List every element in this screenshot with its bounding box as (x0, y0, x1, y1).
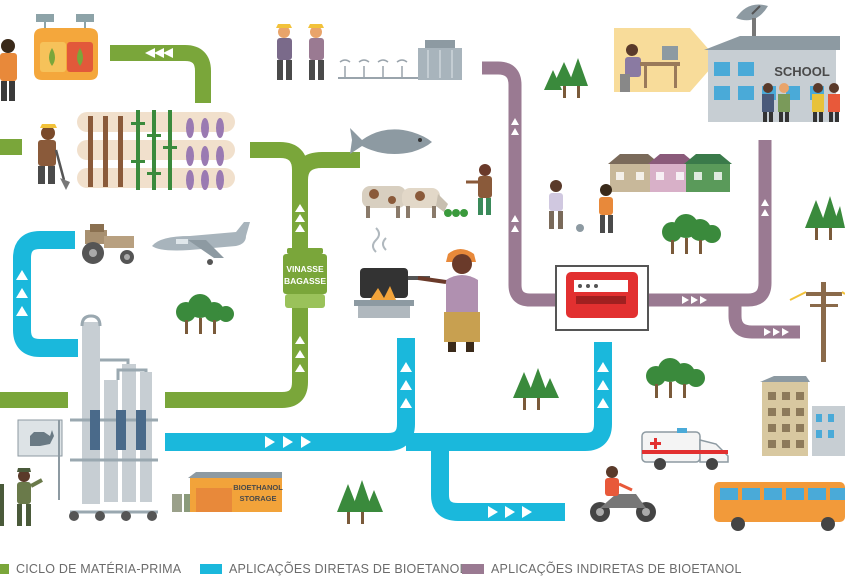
woman-cooking-icon (417, 249, 480, 352)
legend-swatch-purple (462, 564, 484, 574)
trees-icon (176, 58, 845, 524)
green-path-mid-right (292, 152, 360, 181)
students-icon (762, 83, 840, 122)
farmer-icon (38, 124, 70, 190)
arrows-green-top (145, 48, 173, 58)
purple-path-left (482, 61, 556, 307)
soldier-icon (0, 468, 43, 526)
green-path-lower (165, 290, 308, 408)
person-icon (0, 39, 17, 101)
vinasse-bagasse-jar: VINASSE BAGASSE (283, 248, 327, 308)
irrigation-icon (338, 40, 462, 80)
arrows-purple-left (511, 118, 519, 232)
arrows-green-mid (295, 204, 305, 232)
cows-icon (362, 186, 468, 218)
blue-path-right (406, 342, 612, 451)
legend-item-indirect: APLICAÇÕES INDIRETAS DE BIOETANOL (462, 560, 742, 578)
farmers-group-icon (276, 24, 324, 80)
tractor-icon (82, 224, 134, 264)
motorbike-icon (590, 466, 656, 522)
storage-label-2: STORAGE (240, 494, 277, 503)
arrows-blue-left (16, 270, 28, 316)
purple-path-lower (728, 300, 800, 339)
trees-right-mid (662, 214, 721, 254)
school-label: SCHOOL (774, 64, 830, 79)
legend-swatch-blue (200, 564, 222, 574)
trees-right-lower (646, 358, 705, 398)
purple-path-network (482, 61, 800, 339)
blue-path-left-loop (13, 231, 78, 357)
storage-label-1: BIOETHANOL (233, 483, 283, 492)
ambulance-icon (641, 428, 729, 470)
cooking-stove-icon (354, 227, 430, 318)
arrows-green-lower (295, 336, 305, 372)
blue-path-main (165, 338, 415, 451)
buildings-icon (760, 376, 845, 456)
legend-swatch-green (0, 564, 9, 574)
blue-path-lower (431, 442, 565, 521)
teacher-computer-icon (614, 28, 718, 92)
path-arrows (16, 48, 789, 518)
trees-left-mid (176, 294, 234, 334)
bus-icon (714, 482, 845, 531)
satellite-dish-icon (736, 4, 768, 36)
sign-hand-icon (17, 419, 63, 500)
trees-mid-blue (513, 368, 559, 410)
bagasse-label: BAGASSE (284, 276, 326, 286)
legend-label-raw-material: CICLO DE MATÉRIA-PRIMA (16, 562, 182, 576)
storage-tank-icon: BIOETHANOL STORAGE (172, 472, 283, 512)
arrows-blue-up-left (400, 362, 412, 408)
legend-label-indirect: APLICAÇÕES INDIRETAS DE BIOETANOL (491, 562, 742, 576)
legend-item-direct: APLICAÇÕES DIRETAS DE BIOETANOL (200, 560, 467, 578)
fish-icon (350, 128, 432, 154)
crop-bag-icon (34, 14, 98, 80)
power-pole-icon (789, 282, 845, 362)
arrows-purple-right (682, 199, 769, 304)
purple-path-right (648, 140, 772, 307)
generator-icon (555, 265, 649, 331)
vinasse-label: VINASSE (286, 264, 324, 274)
arrows-blue-main (265, 436, 311, 448)
airplane-icon (152, 222, 250, 265)
arrows-blue-up-right (597, 362, 609, 408)
trees-bottom-center (337, 480, 383, 524)
trees-top-right (544, 58, 588, 98)
arrows-purple-lower (764, 328, 789, 336)
trees-far-right (805, 196, 845, 240)
crops-field-icon (77, 110, 235, 190)
football-players-icon (549, 180, 613, 233)
legend-item-raw-material: CICLO DE MATÉRIA-PRIMA (0, 560, 181, 578)
distillery-icon (69, 314, 158, 521)
green-path-network (0, 45, 360, 408)
arrows-blue-lower (488, 506, 532, 518)
green-path-top (110, 45, 211, 103)
houses-icon (608, 154, 732, 192)
green-path-mid-left (250, 142, 308, 250)
legend-label-direct: APLICAÇÕES DIRETAS DE BIOETANOL (229, 562, 467, 576)
worker-feeding-icon (466, 164, 492, 215)
